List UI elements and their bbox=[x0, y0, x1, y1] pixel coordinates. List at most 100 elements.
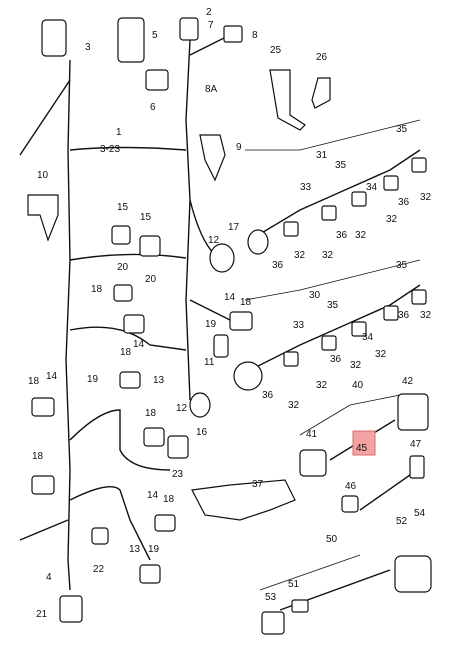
callout-33-a: 33 bbox=[300, 182, 312, 193]
callout-34-a: 34 bbox=[366, 182, 378, 193]
highlight-45 bbox=[352, 430, 376, 456]
sensor-large bbox=[233, 361, 263, 391]
connector-41 bbox=[299, 449, 327, 477]
callout-47: 47 bbox=[410, 439, 422, 450]
harness-branch-3 bbox=[69, 326, 187, 351]
callout-51: 51 bbox=[288, 579, 300, 590]
callout-52: 52 bbox=[396, 516, 408, 527]
callout-14-a: 14 bbox=[224, 292, 236, 303]
callout-15-b: 15 bbox=[140, 212, 152, 223]
harness-branch-4 bbox=[69, 409, 171, 471]
callout-32-i: 32 bbox=[316, 380, 328, 391]
callout-16: 16 bbox=[196, 427, 208, 438]
callout-14-d: 14 bbox=[147, 490, 159, 501]
leader-50 bbox=[259, 554, 361, 591]
rail-30-plug-3 bbox=[351, 321, 367, 337]
callout-19-b: 19 bbox=[87, 374, 99, 385]
connector-8 bbox=[223, 25, 243, 43]
callout-53: 53 bbox=[265, 592, 277, 603]
callout-20-b: 20 bbox=[145, 274, 157, 285]
callout-8a: 8A bbox=[205, 84, 218, 95]
harness-branch-2 bbox=[69, 253, 187, 261]
callout-11: 11 bbox=[204, 357, 215, 368]
callout-41: 41 bbox=[306, 429, 318, 440]
callout-32-h: 32 bbox=[350, 360, 362, 371]
callout-3-23: 3-23 bbox=[100, 144, 120, 155]
callout-36-f: 36 bbox=[262, 390, 274, 401]
rail-31-plug-2 bbox=[321, 205, 337, 221]
callout-18-e: 18 bbox=[145, 408, 157, 419]
callout-34-b: 34 bbox=[362, 332, 374, 343]
callout-46: 46 bbox=[345, 481, 357, 492]
callout-36-a: 36 bbox=[398, 197, 410, 208]
callout-18-b: 18 bbox=[240, 297, 252, 308]
callout-36-e: 36 bbox=[330, 354, 342, 365]
connector-14-18 bbox=[229, 311, 253, 331]
connector-47 bbox=[409, 455, 425, 479]
callout-32-e: 32 bbox=[322, 250, 334, 261]
connector-18-14-left bbox=[31, 397, 55, 417]
callout-5: 5 bbox=[152, 30, 158, 41]
connector-19-13 bbox=[119, 371, 141, 389]
rail-31-plug-5 bbox=[411, 157, 427, 173]
callout-labels: 3 5 7 8 8A 6 25 26 1 3-23 9 10 31 35 35 … bbox=[28, 7, 432, 620]
callout-32-b: 32 bbox=[386, 214, 398, 225]
bracket-26 bbox=[311, 77, 331, 109]
connector-42 bbox=[397, 393, 429, 431]
connector-18-lower bbox=[31, 475, 55, 495]
harness-46 bbox=[359, 474, 411, 511]
callout-42: 42 bbox=[402, 376, 414, 387]
callout-15-a: 15 bbox=[117, 202, 129, 213]
callout-40: 40 bbox=[352, 380, 364, 391]
rail-30-plug-5 bbox=[411, 289, 427, 305]
callout-8: 8 bbox=[252, 30, 258, 41]
callout-50: 50 bbox=[326, 534, 338, 545]
callout-20-a: 20 bbox=[117, 262, 129, 273]
callout-9: 9 bbox=[236, 142, 242, 153]
connector-52-54 bbox=[394, 555, 432, 593]
callout-1: 1 bbox=[116, 127, 122, 138]
callout-14-c: 14 bbox=[46, 371, 58, 382]
leader-31 bbox=[245, 119, 421, 151]
rail-31 bbox=[249, 149, 421, 241]
sensor-10 bbox=[27, 194, 59, 242]
callout-12-a: 12 bbox=[208, 235, 220, 246]
connector-13-19 bbox=[139, 564, 161, 584]
connector-21 bbox=[59, 595, 83, 623]
sensor-12-upper bbox=[209, 243, 235, 273]
callout-6: 6 bbox=[150, 102, 156, 113]
callout-18-c: 18 bbox=[120, 347, 132, 358]
callout-45: 45 bbox=[356, 443, 368, 454]
bracket-37 bbox=[191, 479, 296, 521]
callout-25: 25 bbox=[270, 45, 282, 56]
callout-36-c: 36 bbox=[272, 260, 284, 271]
callout-18-g: 18 bbox=[163, 494, 175, 505]
connector-46 bbox=[341, 495, 359, 513]
callout-18-d: 18 bbox=[28, 376, 40, 387]
callout-35-b: 35 bbox=[335, 160, 347, 171]
connector-3 bbox=[41, 19, 67, 57]
callout-54: 54 bbox=[414, 508, 426, 519]
connector-22 bbox=[91, 527, 109, 545]
harness-branch-ground-2 bbox=[19, 519, 69, 541]
callout-35-c: 35 bbox=[396, 260, 408, 271]
bracket-25 bbox=[269, 69, 306, 131]
connector-15-20-right bbox=[139, 235, 161, 257]
rail-30-plug-1 bbox=[283, 351, 299, 367]
main-harness-trunk bbox=[65, 59, 71, 591]
callout-13-b: 13 bbox=[129, 544, 141, 555]
callout-10: 10 bbox=[37, 170, 49, 181]
rail-31-plug-3 bbox=[351, 191, 367, 207]
callout-32-g: 32 bbox=[375, 349, 387, 360]
sensor-12-lower bbox=[189, 392, 211, 418]
rail-30-plug-2 bbox=[321, 335, 337, 351]
harness-branch-12-upper bbox=[189, 199, 216, 256]
callout-35-d: 35 bbox=[327, 300, 339, 311]
connector-14-18-lower bbox=[154, 514, 176, 532]
rail-31-plug-4 bbox=[383, 175, 399, 191]
callout-36-b: 36 bbox=[336, 230, 348, 241]
connector-5 bbox=[117, 17, 145, 63]
rail-31-plug-1 bbox=[283, 221, 299, 237]
connector-51 bbox=[291, 599, 309, 613]
